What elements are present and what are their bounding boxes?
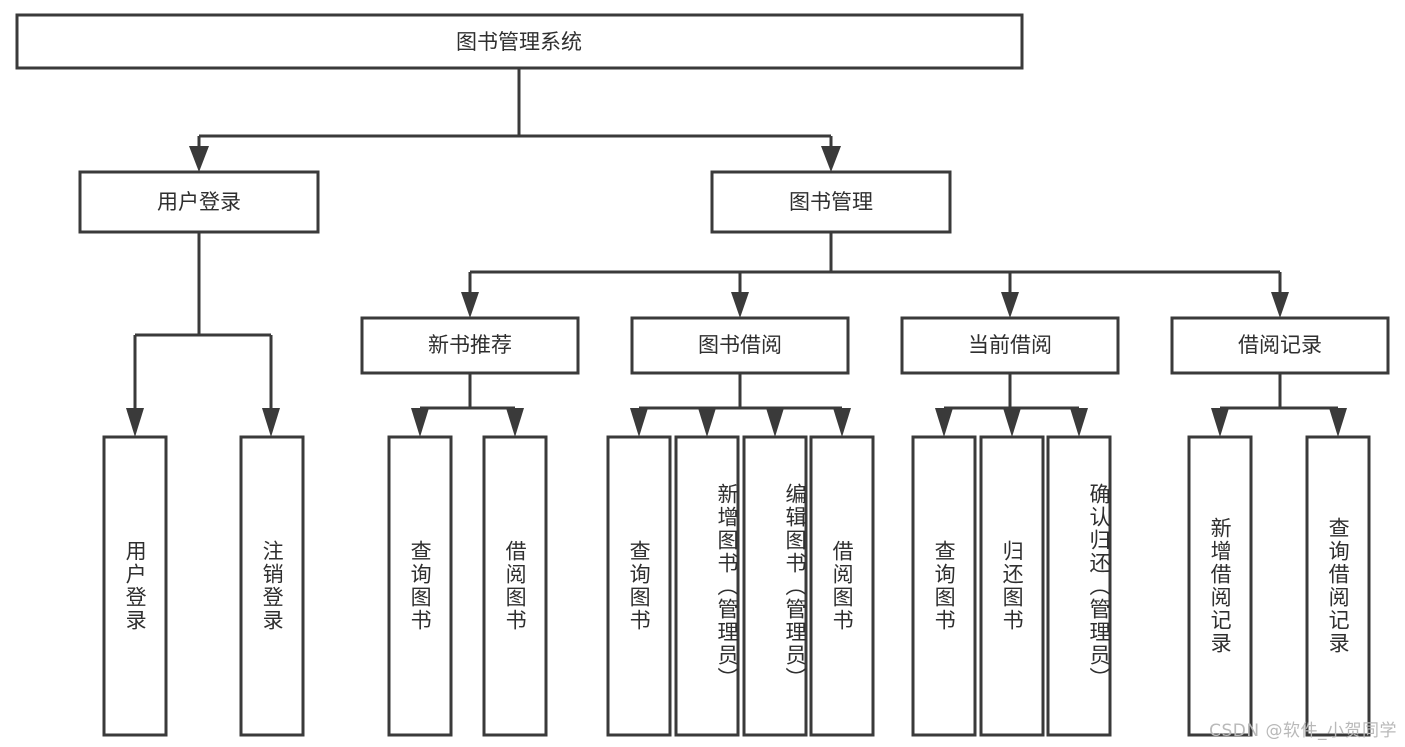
node-box-new-book-recommend[interactable] <box>360 316 580 375</box>
arrow-head-leaf-borrow-book-1 <box>506 408 524 437</box>
node-box-user-login[interactable] <box>78 170 320 234</box>
arrow-head-leaf-user-logout <box>262 408 280 437</box>
arrow-head-leaf-return-book <box>1003 408 1021 437</box>
node-box-leaf-user-logout[interactable] <box>239 435 305 737</box>
arrow-head-leaf-add-book <box>698 408 716 437</box>
node-box-leaf-add-record[interactable] <box>1187 435 1253 737</box>
arrow-head-leaf-confirm-return <box>1070 408 1088 437</box>
node-box-leaf-query-record[interactable] <box>1305 435 1371 737</box>
node-box-leaf-borrow-book-2[interactable] <box>809 435 875 737</box>
node-box-current-borrow[interactable] <box>900 316 1120 375</box>
arrow-head-leaf-user-login <box>126 408 144 437</box>
node-box-leaf-user-login[interactable] <box>102 435 168 737</box>
node-box-leaf-add-book[interactable] <box>674 435 740 737</box>
arrow-head-leaf-query-book-1 <box>411 408 429 437</box>
node-box-leaf-borrow-book-1[interactable] <box>482 435 548 737</box>
arrow-head-borrow-record <box>1271 292 1289 318</box>
node-box-group <box>15 13 1390 737</box>
node-box-book-manage[interactable] <box>710 170 952 234</box>
arrow-head-current-borrow <box>1001 292 1019 318</box>
node-label-new-book-recommend: 新书推荐 <box>428 333 512 357</box>
node-label-book-manage: 图书管理 <box>789 190 873 214</box>
node-box-leaf-return-book[interactable] <box>979 435 1045 737</box>
node-label-root: 图书管理系统 <box>456 30 582 54</box>
node-box-leaf-confirm-return[interactable] <box>1046 435 1112 737</box>
node-box-leaf-edit-book[interactable] <box>742 435 808 737</box>
arrow-head-user-login <box>189 146 209 172</box>
node-label-borrow-record: 借阅记录 <box>1238 333 1322 357</box>
arrow-head-leaf-borrow-book-2 <box>833 408 851 437</box>
arrow-head-book-borrow <box>731 292 749 318</box>
arrow-head-leaf-query-record <box>1329 408 1347 437</box>
node-label-user-login: 用户登录 <box>157 190 241 214</box>
arrow-head-leaf-edit-book <box>766 408 784 437</box>
node-label-current-borrow: 当前借阅 <box>968 333 1052 357</box>
arrow-head-leaf-add-record <box>1211 408 1229 437</box>
arrow-head-new-book-recommend <box>461 292 479 318</box>
connector-group <box>126 68 1347 437</box>
node-box-leaf-query-book-2[interactable] <box>606 435 672 737</box>
arrow-head-leaf-query-book-2 <box>630 408 648 437</box>
node-box-borrow-record[interactable] <box>1170 316 1390 375</box>
node-box-root[interactable] <box>15 13 1024 70</box>
node-box-leaf-query-book-3[interactable] <box>911 435 977 737</box>
csdn-watermark: CSDN @软件_小贺同学 <box>1209 721 1397 741</box>
node-box-leaf-query-book-1[interactable] <box>387 435 453 737</box>
horizontal-label-group: 图书管理系统 用户登录 图书管理 新书推荐 图书借阅 当前借阅 借阅记录 <box>157 30 1322 357</box>
arrow-head-leaf-query-book-3 <box>935 408 953 437</box>
node-box-book-borrow[interactable] <box>630 316 850 375</box>
node-label-book-borrow: 图书借阅 <box>698 333 782 357</box>
arrow-head-book-manage <box>821 146 841 172</box>
